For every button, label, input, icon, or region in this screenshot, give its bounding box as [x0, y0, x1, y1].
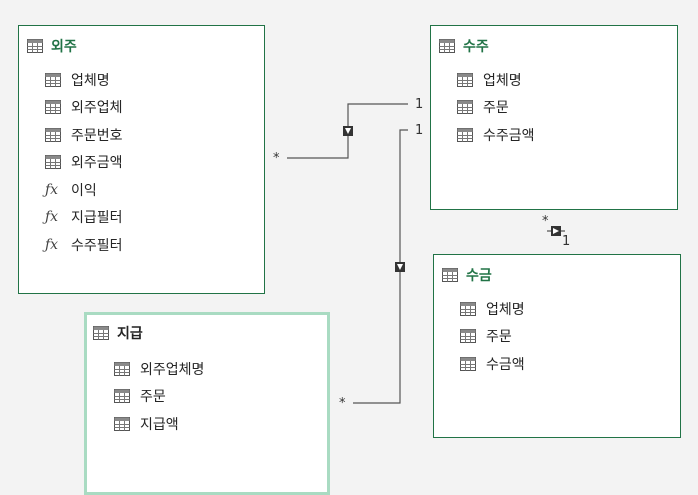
field-label: 업체명 [483, 72, 522, 89]
table-grid-icon [114, 389, 130, 403]
table-header[interactable]: 수주 [439, 36, 489, 56]
measure-item[interactable]: ƒx 지급필터 [45, 204, 123, 232]
field-label: 수금액 [486, 356, 525, 373]
table-grid-icon [460, 357, 476, 371]
field-list: 업체명 주문 수금액 [460, 295, 525, 378]
field-label: 수주금액 [483, 127, 535, 144]
table-grid-icon [45, 155, 61, 169]
field-item[interactable]: 업체명 [457, 66, 535, 94]
field-label: 외주업체 [71, 100, 123, 117]
table-grid-icon [114, 362, 130, 376]
fx-icon: ƒx [45, 209, 59, 226]
table-grid-icon [114, 417, 130, 431]
field-label: 주문 [486, 329, 512, 346]
field-item[interactable]: 외주업체 [45, 94, 123, 122]
field-label: 외주금액 [71, 155, 123, 172]
field-label: 지급필터 [71, 210, 123, 227]
field-item[interactable]: 업체명 [460, 295, 525, 323]
cardinality-one: 1 [415, 97, 424, 112]
field-item[interactable]: 외주업체명 [114, 355, 204, 383]
table-grid-icon [45, 128, 61, 142]
field-item[interactable]: 수금액 [460, 350, 525, 378]
field-item[interactable]: 주문 [114, 383, 204, 411]
field-label: 주문 [140, 389, 166, 406]
table-title: 지급 [117, 326, 143, 342]
table-header[interactable]: 지급 [93, 323, 143, 343]
field-label: 지급액 [140, 416, 179, 433]
arrow-right-icon [553, 228, 559, 234]
table-icon [27, 39, 43, 53]
field-item[interactable]: 주문 [457, 94, 535, 122]
field-label: 외주업체명 [140, 361, 205, 378]
arrow-down-icon [345, 128, 351, 134]
table-grid-icon [457, 100, 473, 114]
cardinality-one: 1 [562, 234, 571, 249]
table-grid-icon [457, 128, 473, 142]
table-card-outsource[interactable]: 외주 업체명 외주업체 주문번호 외주금액 ƒx 이익 ƒx 지급필터 ƒx 수… [18, 25, 265, 294]
field-item[interactable]: 외주금액 [45, 149, 123, 177]
measure-item[interactable]: ƒx 이익 [45, 176, 123, 204]
table-title: 수주 [463, 39, 489, 55]
field-label: 업체명 [71, 72, 110, 89]
field-list: 업체명 외주업체 주문번호 외주금액 ƒx 이익 ƒx 지급필터 ƒx 수주필터 [45, 66, 123, 259]
table-icon [442, 268, 458, 282]
table-grid-icon [460, 329, 476, 343]
table-title: 수금 [466, 268, 492, 284]
fx-icon: ƒx [45, 236, 59, 253]
measure-item[interactable]: ƒx 수주필터 [45, 231, 123, 259]
table-title: 외주 [51, 39, 77, 55]
field-list: 업체명 주문 수주금액 [457, 66, 535, 149]
table-card-payment[interactable]: 지급 외주업체명 주문 지급액 [84, 312, 330, 495]
field-item[interactable]: 업체명 [45, 66, 123, 94]
table-icon [93, 326, 109, 340]
table-grid-icon [457, 73, 473, 87]
field-label: 이익 [71, 182, 97, 199]
cardinality-one: 1 [415, 123, 424, 138]
table-card-orders[interactable]: 수주 업체명 주문 수주금액 [430, 25, 678, 210]
field-item[interactable]: 주문번호 [45, 121, 123, 149]
field-label: 수주필터 [71, 237, 123, 254]
field-item[interactable]: 주문 [460, 323, 525, 351]
table-grid-icon [460, 302, 476, 316]
table-header[interactable]: 수금 [442, 265, 492, 285]
cardinality-many: * [339, 396, 346, 411]
arrow-down-icon [397, 264, 403, 270]
cardinality-many: * [273, 151, 280, 166]
table-card-collection[interactable]: 수금 업체명 주문 수금액 [433, 254, 681, 438]
field-label: 주문 [483, 100, 509, 117]
table-grid-icon [45, 73, 61, 87]
table-grid-icon [45, 100, 61, 114]
field-list: 외주업체명 주문 지급액 [114, 355, 204, 438]
field-item[interactable]: 지급액 [114, 410, 204, 438]
field-label: 주문번호 [71, 127, 123, 144]
table-header[interactable]: 외주 [27, 36, 77, 56]
table-icon [439, 39, 455, 53]
field-label: 업체명 [486, 301, 525, 318]
field-item[interactable]: 수주금액 [457, 121, 535, 149]
fx-icon: ƒx [45, 181, 59, 198]
cardinality-many: * [542, 214, 549, 229]
